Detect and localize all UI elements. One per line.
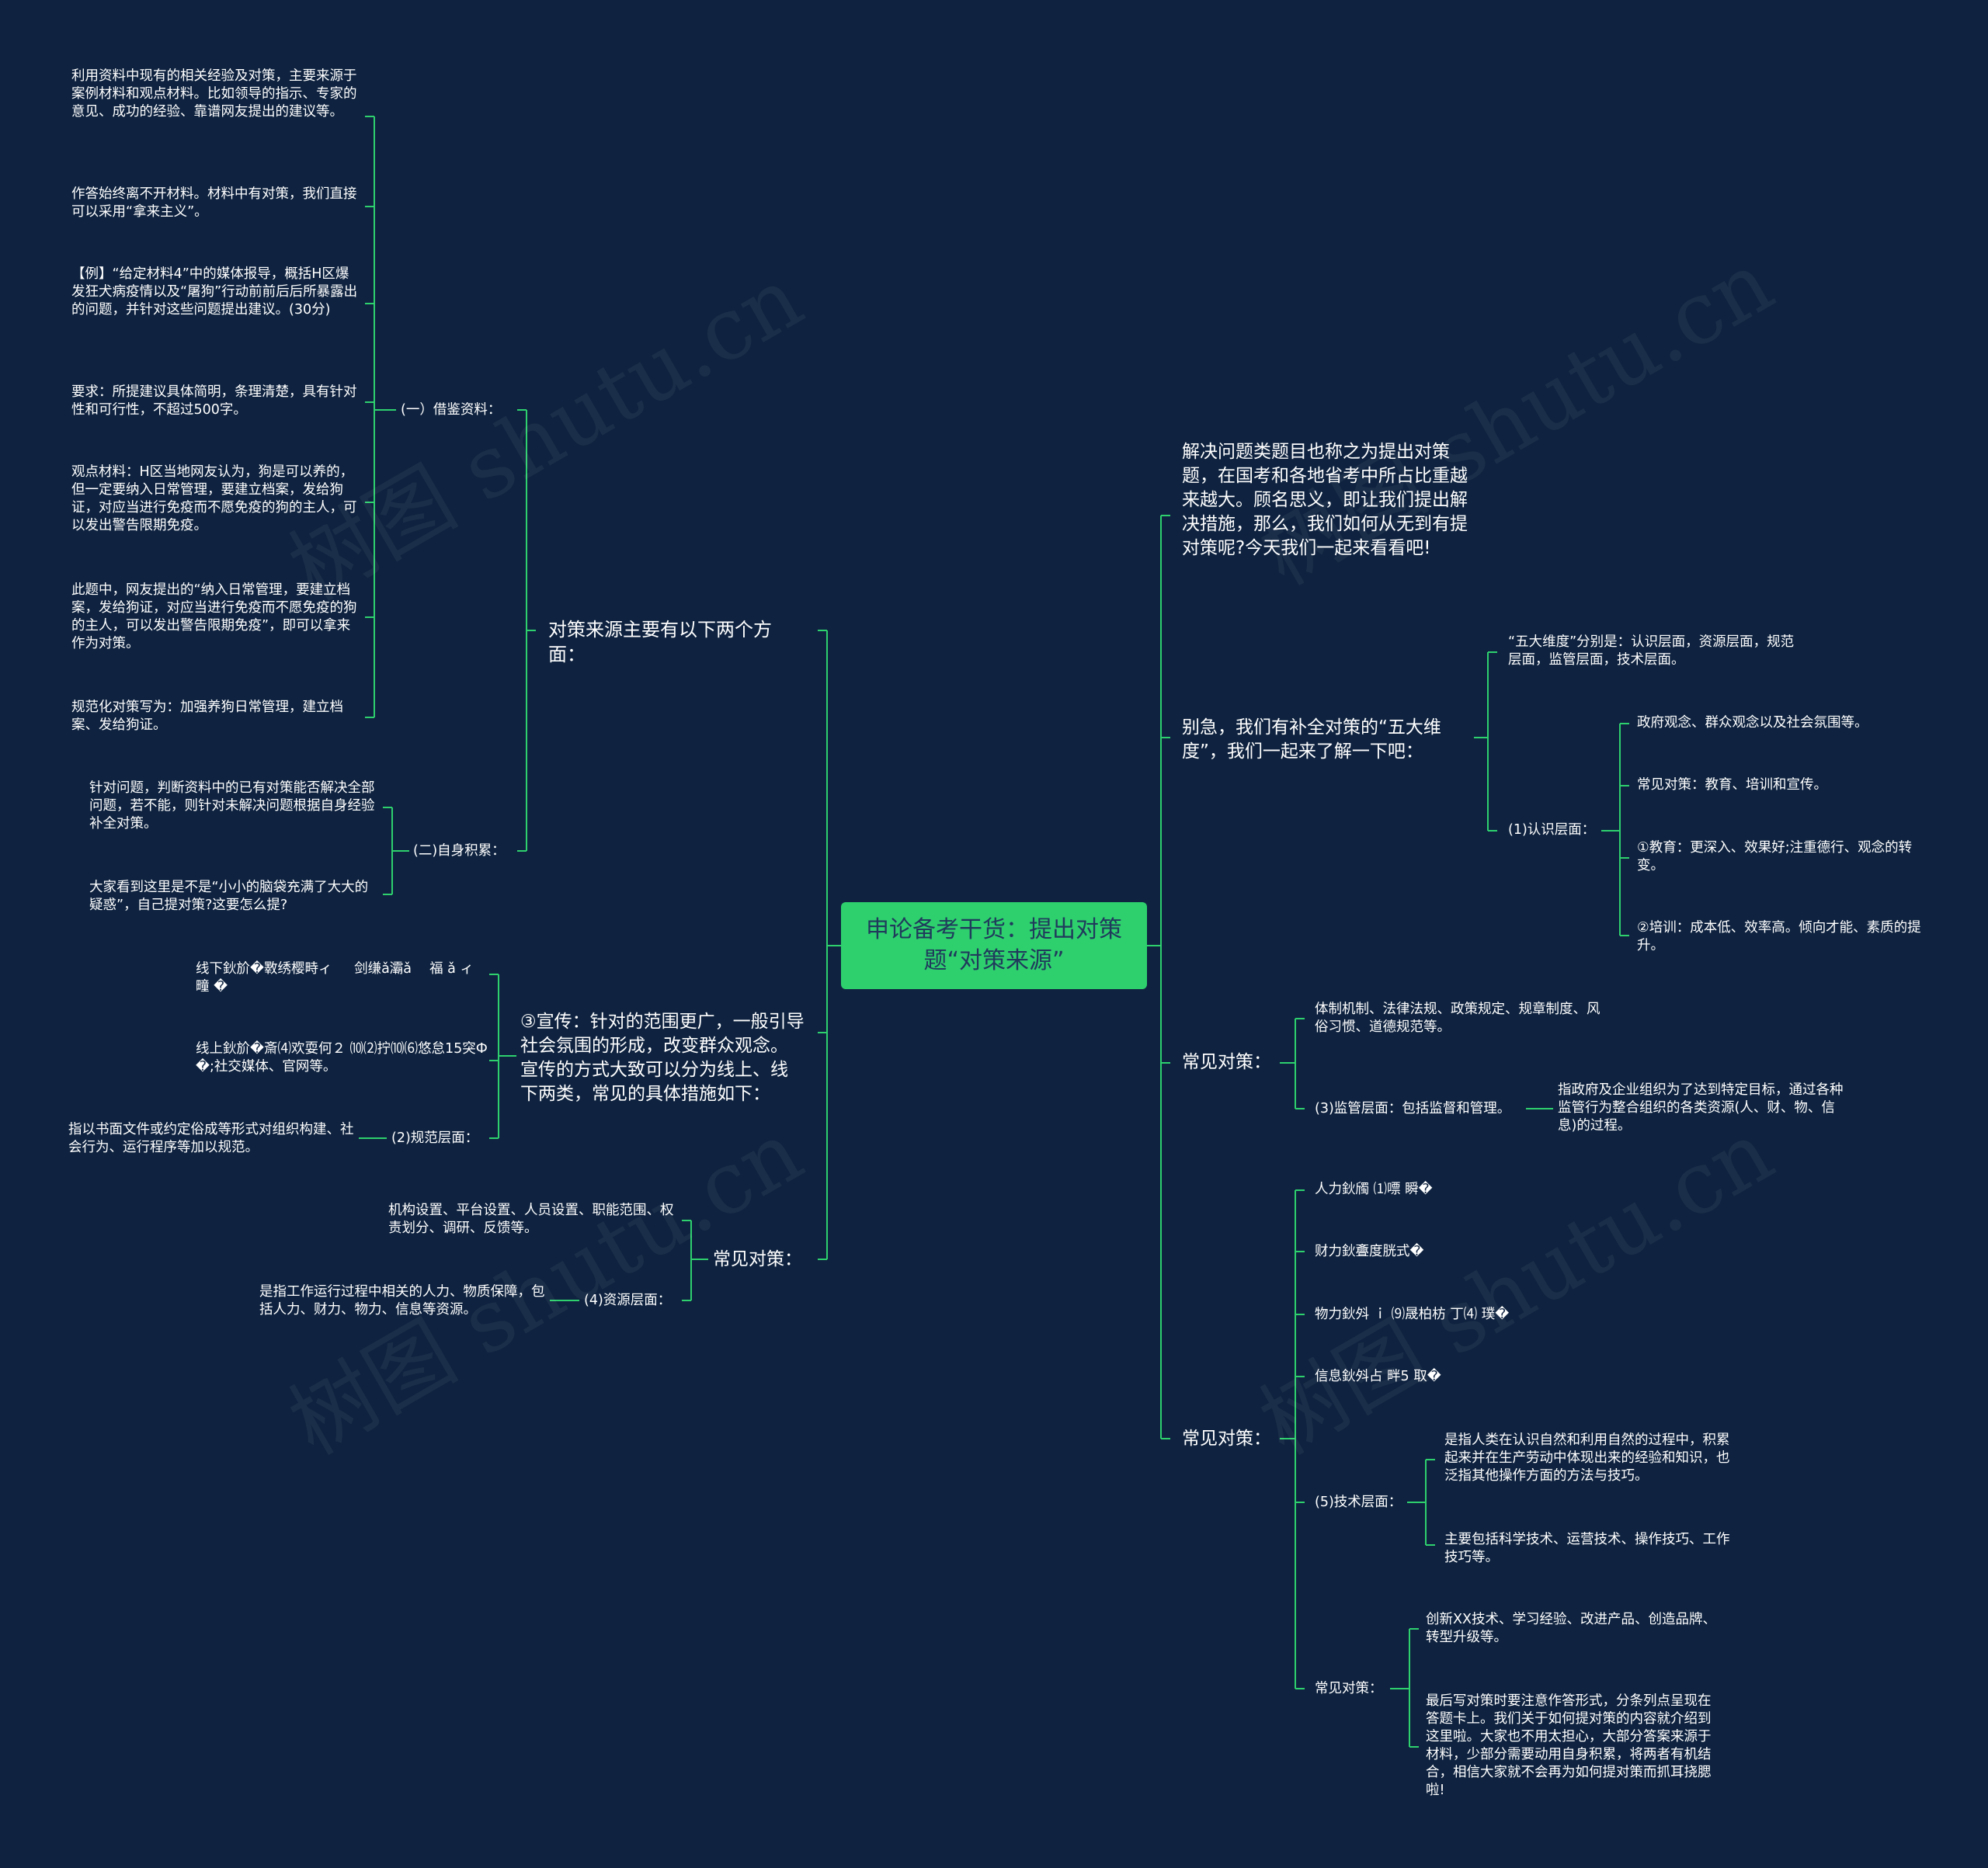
borrow-node[interactable]: (一）借鉴资料： xyxy=(401,402,502,418)
tech-item[interactable]: 是指人类在认识自然和利用自然的过程中，积累起来并在生产劳动中体现出来的经验和知识… xyxy=(1444,1432,1730,1484)
borrow-item[interactable]: 要求：所提建议具体简明，条理清楚，具有针对性和可行性，不超过500字。 xyxy=(71,384,357,418)
tech-common-item[interactable]: 最后写对策时要注意作答形式，分条列点呈现在答题卡上。我们关于如何提对策的内容就介… xyxy=(1426,1693,1712,1798)
resource-desc[interactable]: 是指工作运行过程中相关的人力、物质保障，包括人力、财力、物力、信息等资源。 xyxy=(259,1284,545,1318)
source-branch[interactable]: 对策来源主要有以下两个方面： xyxy=(548,619,772,665)
cognition-item[interactable]: ②培训：成本低、效率高。倾向才能、素质的提升。 xyxy=(1637,920,1921,953)
common-branch-right-1[interactable]: 常见对策： xyxy=(1182,1052,1271,1072)
five-dims-item[interactable]: “五大维度”分别是：认识层面，资源层面，规范层面，监管层面，技术层面。 xyxy=(1508,634,1795,668)
supervise-desc[interactable]: 指政府及企业组织为了达到特定目标，通过各种监管行为整合组织的各类资源(人、财、物… xyxy=(1558,1082,1844,1134)
publicity-branch[interactable]: ③宣传：针对的范围更广，一般引导社会氛围的形成，改变群众观念。宣传的方式大致可以… xyxy=(520,1012,805,1104)
cognition-item[interactable]: 常见对策：教育、培训和宣传。 xyxy=(1637,777,1827,793)
self-node[interactable]: (二)自身积累： xyxy=(413,843,506,859)
self-item[interactable]: 针对问题，判断资料中的已有对策能否解决全部问题，若不能，则针对未解决问题根据自身… xyxy=(89,780,375,832)
tech-common-node[interactable]: 常见对策： xyxy=(1315,1681,1383,1696)
self-item[interactable]: 大家看到这里是不是“小小的脑袋充满了大大的疑惑”，自己提对策?这要怎么提? xyxy=(89,880,369,913)
common-branch-left[interactable]: 常见对策： xyxy=(713,1249,802,1269)
borrow-item[interactable]: 【例】“给定材料4”中的媒体报导，概括H区爆发狂犬病疫情以及“屠狗”行动前前后后… xyxy=(71,266,358,318)
borrow-item[interactable]: 利用资料中现有的相关经验及对策，主要来源于案例材料和观点材料。比如领导的指示、专… xyxy=(71,68,357,120)
tech-common-item[interactable]: 创新XX技术、学习经验、改进产品、创造品牌、转型升级等。 xyxy=(1426,1612,1716,1645)
intro-branch[interactable]: 解决问题类题目也称之为提出对策题，在国考和各地省考中所占比重越来越大。顾名思义，… xyxy=(1182,442,1468,558)
common2-item[interactable]: 物力鈥斘 ｉ ⑼晟柏枋 丁⑷ 璞� xyxy=(1315,1307,1510,1322)
common-branch-right-2[interactable]: 常见对策： xyxy=(1182,1429,1271,1449)
norm-desc[interactable]: 指以书面文件或约定俗成等形式对组织构建、社会行为、运行程序等加以规范。 xyxy=(68,1122,354,1155)
five-dims-branch[interactable]: 别急，我们有补全对策的“五大维度”，我们一起来了解一下吧： xyxy=(1182,717,1441,762)
supervise-node[interactable]: (3)监管层面：包括监督和管理。 xyxy=(1315,1101,1511,1116)
common2-item[interactable]: 财力鈥斖度胱式� xyxy=(1315,1244,1424,1259)
tech-item[interactable]: 主要包括科学技术、运营技术、操作技巧、工作技巧等。 xyxy=(1444,1532,1730,1565)
publicity-item[interactable]: 线下鈥斺�斁绣樱畤ィ 剑缣ǎ灞ǎ 福 ǎ ィ 疃 � xyxy=(196,961,478,995)
borrow-item[interactable]: 此题中，网友提出的“纳入日常管理，要建立档案，发给狗证，对应当进行免疫而不愿免疫… xyxy=(71,582,357,651)
tech-node[interactable]: (5)技术层面： xyxy=(1315,1495,1402,1510)
cognition-item[interactable]: ①教育：更深入、效果好;注重德行、观念的转变。 xyxy=(1637,840,1913,873)
common1-item[interactable]: 体制机制、法律法规、政策规定、规章制度、风俗习惯、道德规范等。 xyxy=(1315,1002,1600,1035)
resource-node[interactable]: (4)资源层面： xyxy=(584,1293,672,1308)
common2-item[interactable]: 信息鈥斘占 畔5 取� xyxy=(1315,1369,1441,1384)
cognition-node[interactable]: (1)认识层面： xyxy=(1508,822,1596,838)
norm-node[interactable]: (2)规范层面： xyxy=(391,1130,479,1146)
root-node[interactable]: 申论备考干货：提出对策题“对策来源” xyxy=(841,902,1147,989)
publicity-item[interactable]: 线上鈥斺�斎⑷欢耍何２ ⑽⑵拧⑽⑹悠怠15突Ф�;社交媒体、官网等。 xyxy=(196,1041,488,1075)
borrow-item[interactable]: 规范化对策写为：加强养狗日常管理，建立档案、发给狗证。 xyxy=(71,700,343,733)
cognition-item[interactable]: 政府观念、群众观念以及社会氛围等。 xyxy=(1637,715,1868,731)
common2-item[interactable]: 人力鈥斶 ⑴嘌 瞬� xyxy=(1315,1182,1433,1197)
borrow-item[interactable]: 作答始终离不开材料。材料中有对策，我们直接可以采用“拿来主义”。 xyxy=(71,186,357,220)
borrow-item[interactable]: 观点材料：H区当地网友认为，狗是可以养的，但一定要纳入日常管理，要建立档案，发给… xyxy=(71,464,357,533)
common-item[interactable]: 机构设置、平台设置、人员设置、职能范围、权责划分、调研、反馈等。 xyxy=(388,1203,674,1236)
watermark: 树图 shutu.cn xyxy=(1244,1102,1789,1474)
